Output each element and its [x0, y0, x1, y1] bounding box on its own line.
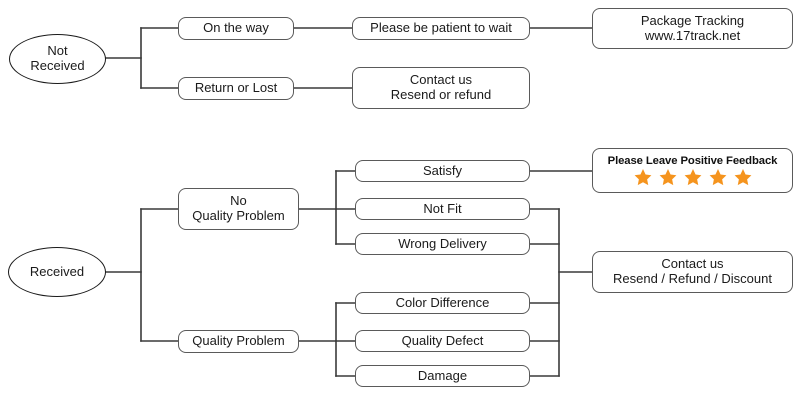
- node-quality-defect-label: Quality Defect: [401, 332, 484, 348]
- node-received-label: Received: [29, 263, 85, 279]
- star-icon: [709, 169, 726, 186]
- node-contact-us-resend-refund[interactable]: Contact us Resend or refund: [352, 67, 530, 109]
- node-not-fit[interactable]: Not Fit: [355, 198, 530, 220]
- node-contact-us-resend-refund-label: Contact us Resend or refund: [390, 72, 492, 102]
- node-return-or-lost-label: Return or Lost: [194, 80, 278, 96]
- node-damage-label: Damage: [417, 367, 468, 383]
- node-wrong-delivery-label: Wrong Delivery: [398, 235, 487, 251]
- node-no-quality-problem[interactable]: No Quality Problem: [178, 188, 299, 230]
- node-no-quality-problem-label: No Quality Problem: [192, 193, 285, 223]
- node-not-received-label: Not Received: [30, 43, 85, 73]
- node-package-tracking[interactable]: Package Tracking www.17track.net: [592, 8, 793, 49]
- node-package-tracking-label: Package Tracking www.17track.net: [640, 12, 745, 43]
- star-icon: [634, 169, 651, 186]
- node-please-be-patient[interactable]: Please be patient to wait: [352, 17, 530, 40]
- node-quality-problem[interactable]: Quality Problem: [178, 330, 299, 353]
- node-contact-us-resend-refund-discount[interactable]: Contact us Resend / Refund / Discount: [592, 251, 793, 293]
- node-on-the-way[interactable]: On the way: [178, 17, 294, 40]
- node-color-difference[interactable]: Color Difference: [355, 292, 530, 314]
- node-return-or-lost[interactable]: Return or Lost: [178, 77, 294, 100]
- node-not-received[interactable]: Not Received: [9, 34, 106, 84]
- node-satisfy[interactable]: Satisfy: [355, 160, 530, 182]
- node-on-the-way-label: On the way: [203, 20, 269, 36]
- star-rating[interactable]: [634, 168, 752, 186]
- node-wrong-delivery[interactable]: Wrong Delivery: [355, 233, 530, 255]
- node-positive-feedback[interactable]: Please Leave Positive Feedback: [592, 148, 793, 193]
- node-contact-us-resend-refund-discount-label: Contact us Resend / Refund / Discount: [613, 256, 772, 286]
- positive-feedback-label: Please Leave Positive Feedback: [607, 154, 778, 167]
- node-not-fit-label: Not Fit: [423, 200, 462, 216]
- node-received[interactable]: Received: [8, 247, 106, 297]
- star-icon: [659, 169, 676, 186]
- node-satisfy-label: Satisfy: [422, 162, 462, 178]
- node-quality-problem-label: Quality Problem: [192, 333, 285, 349]
- node-color-difference-label: Color Difference: [395, 294, 490, 310]
- star-icon: [734, 169, 751, 186]
- node-damage[interactable]: Damage: [355, 365, 530, 387]
- node-quality-defect[interactable]: Quality Defect: [355, 330, 530, 352]
- node-please-be-patient-label: Please be patient to wait: [370, 20, 512, 36]
- star-icon: [684, 169, 701, 186]
